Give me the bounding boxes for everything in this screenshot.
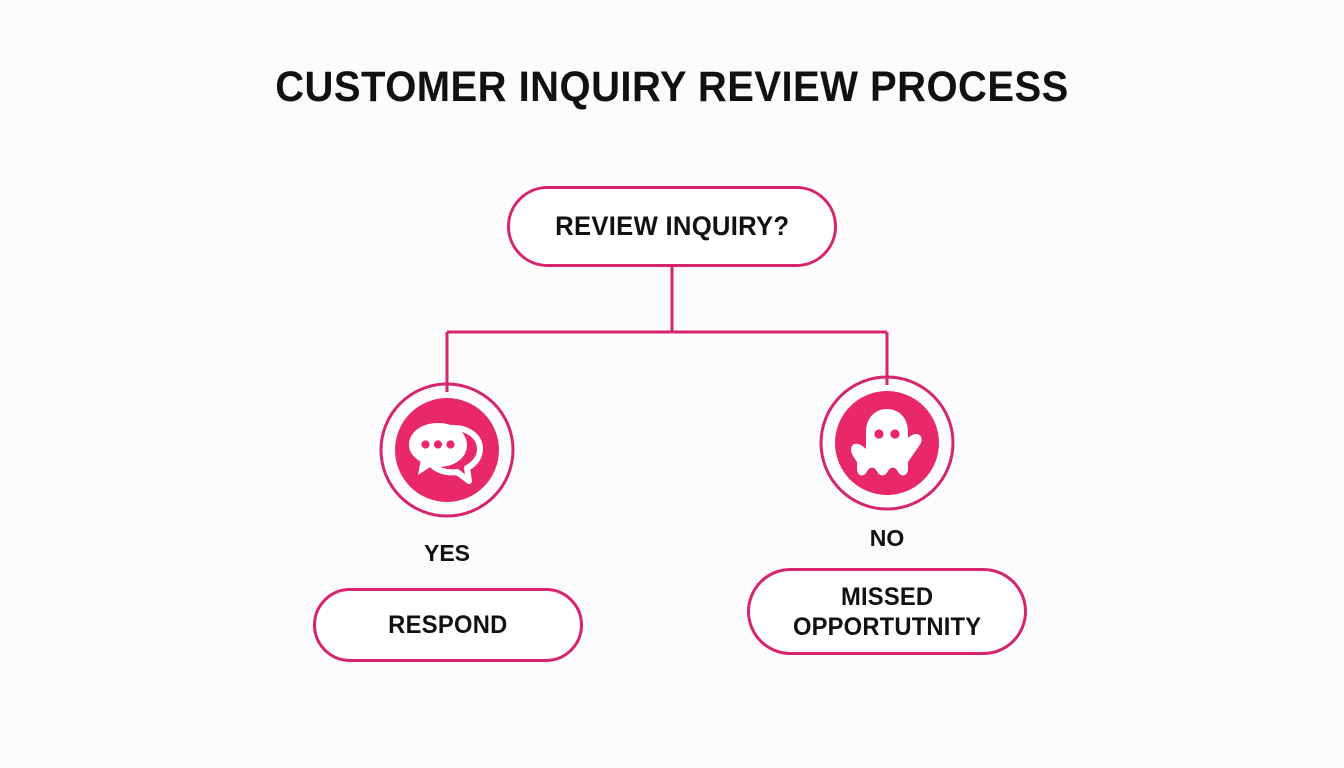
outcome-node-missed-opportunity[interactable]: MISSED OPPORTUTNITY bbox=[747, 568, 1027, 655]
ghost-icon bbox=[819, 375, 955, 511]
yes-branch-label: YES bbox=[423, 540, 471, 566]
outcome-node-missed-opportunity-label: MISSED OPPORTUTNITY bbox=[792, 582, 982, 641]
no-branch-icon-badge[interactable] bbox=[819, 375, 955, 511]
yes-branch-icon-badge[interactable] bbox=[379, 382, 515, 518]
chat-bubbles-icon bbox=[379, 382, 515, 518]
decision-node[interactable]: REVIEW INQUIRY? bbox=[507, 186, 837, 267]
decision-node-label: REVIEW INQUIRY? bbox=[554, 211, 790, 241]
outcome-node-respond[interactable]: RESPOND bbox=[313, 588, 583, 662]
no-branch-label: NO bbox=[869, 525, 905, 551]
page-title: CUSTOMER INQUIRY REVIEW PROCESS bbox=[275, 63, 1069, 111]
outcome-node-respond-label: RESPOND bbox=[388, 610, 508, 639]
